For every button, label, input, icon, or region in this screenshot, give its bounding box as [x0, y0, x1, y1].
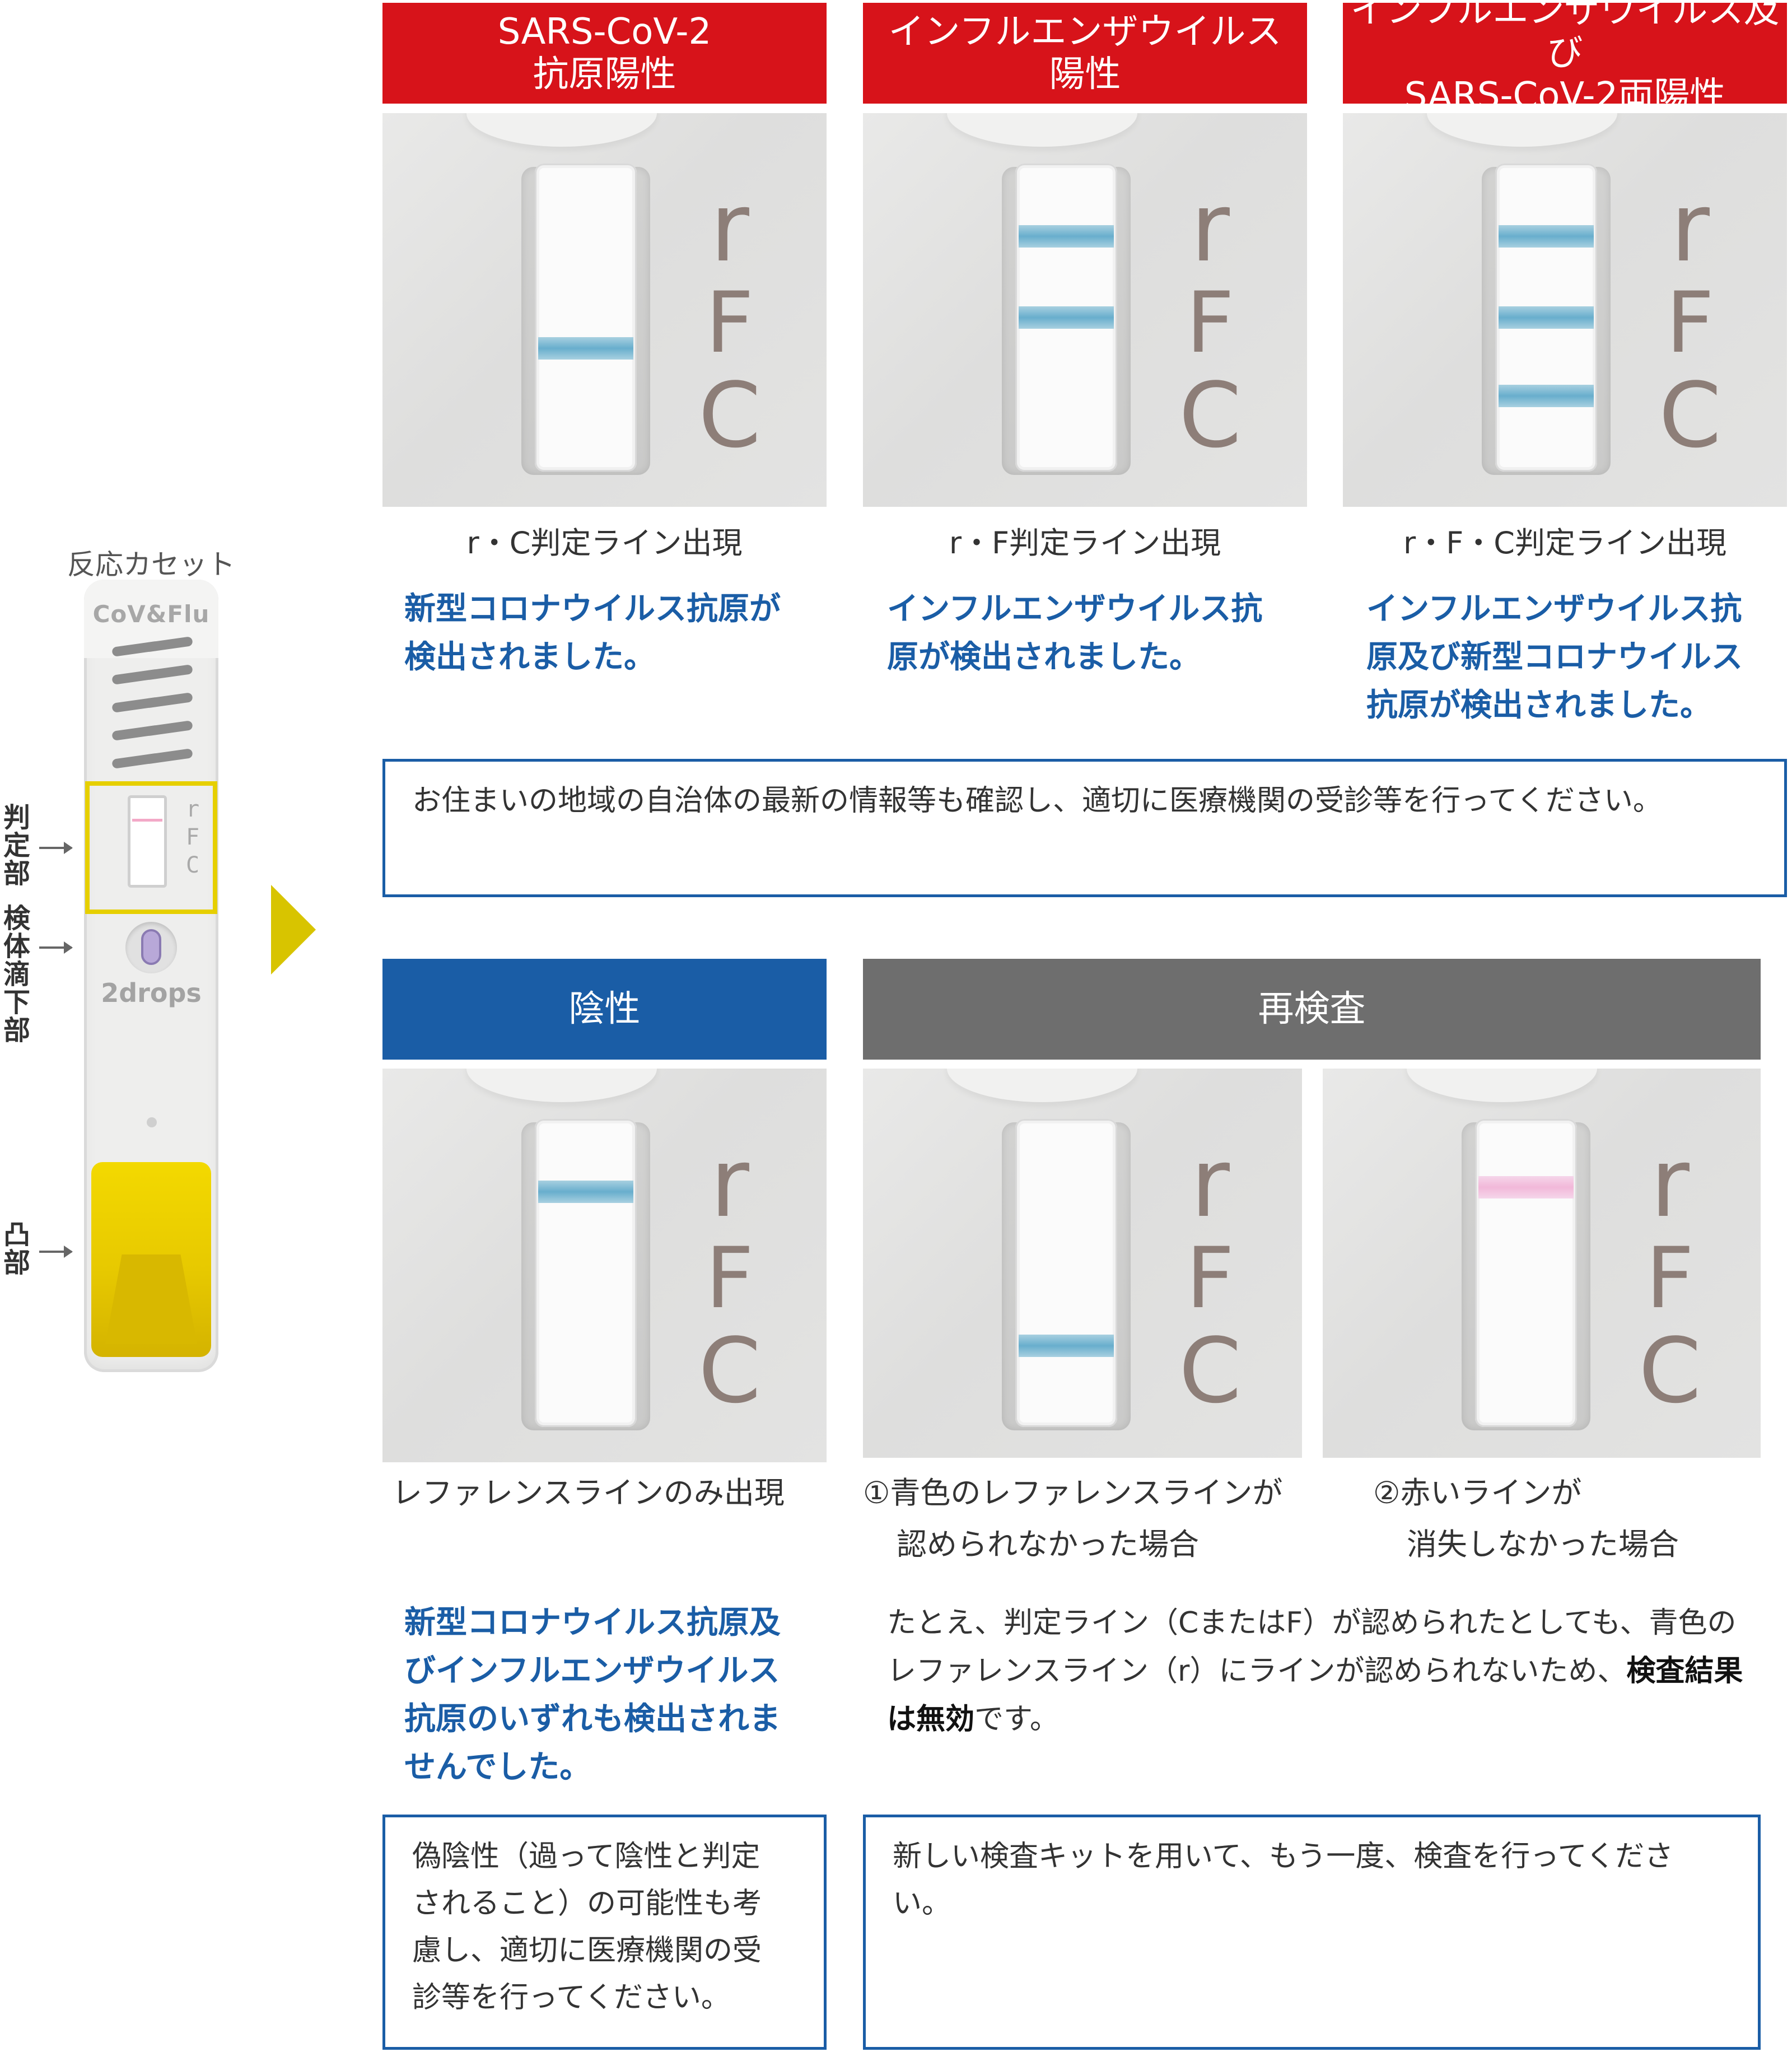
- strip-letter-c: C: [1639, 1318, 1701, 1423]
- arrow-sample-area: [39, 941, 73, 954]
- strip-letter-f: F: [1645, 1230, 1695, 1327]
- judgment-line-c: [1499, 385, 1594, 407]
- judgment-area-highlight: [85, 781, 217, 914]
- cassette-brand: CoV&Flu: [92, 600, 210, 628]
- strip-letter-f: F: [705, 274, 754, 372]
- strip-letter-c: C: [698, 363, 761, 468]
- strip-letter-f: F: [1665, 274, 1715, 372]
- reference-line-r: [1499, 225, 1594, 248]
- judgment-line-f: [1499, 306, 1594, 329]
- caption-both: r・F・C判定ライン出現: [1403, 525, 1726, 561]
- test-result-photo-negative: r F C: [382, 1069, 827, 1462]
- test-result-photo-retest-2: r F C: [1323, 1069, 1761, 1458]
- result-negative: 新型コロナウイルス抗原及 びインフルエンザウイルス 抗原のいずれも検出されま せ…: [404, 1605, 781, 1785]
- cassette-window-letters: r F C: [185, 796, 200, 878]
- arrow-judgment-area: [39, 842, 73, 854]
- strip-letter-r: r: [1191, 1128, 1230, 1239]
- caption-negative: レファレンスラインのみ出現: [392, 1475, 785, 1510]
- cassette-test-window: [128, 795, 167, 888]
- label-bump: 凸 部: [3, 1219, 30, 1279]
- reference-line-r: [538, 1181, 633, 1203]
- strip-letter-c: C: [1179, 1318, 1242, 1423]
- arrow-bump: [39, 1246, 73, 1258]
- judgment-line-c: [1019, 1335, 1114, 1357]
- header-negative: 陰性: [382, 959, 827, 1060]
- test-result-photo-influenza: r F C: [863, 113, 1307, 507]
- retest-explanation: たとえ、判定ライン（CまたはF）が認められたとしても、青色のレファレンスライン（…: [887, 1606, 1743, 1736]
- caption-influenza: r・F判定ライン出現: [949, 525, 1221, 561]
- strip-letter-f: F: [705, 1230, 754, 1327]
- label-judgment-area: 判 定 部: [3, 802, 30, 889]
- strip-letter-r: r: [710, 172, 749, 283]
- right-arrow-icon: [271, 885, 316, 974]
- strip-letter-r: r: [710, 1128, 749, 1239]
- strip-letter-c: C: [1659, 363, 1721, 468]
- caption-retest-2: ②赤いラインが 消失しなかった場合: [1373, 1475, 1679, 1562]
- result-influenza: インフルエンザウイルス抗原が検出されました。: [887, 591, 1263, 675]
- caption-retest-1: ①青色のレファレンスラインが 認められなかった場合: [863, 1475, 1283, 1562]
- cassette-hole: [147, 1117, 157, 1127]
- result-sars: 新型コロナウイルス抗原が検出されました。: [404, 591, 781, 675]
- sample-drop-icon: [141, 929, 161, 965]
- negative-advice-box: 偽陰性（過って陰性と判定 されること）の可能性も考 慮し、適切に医療機関の受 診…: [382, 1815, 827, 2050]
- bump-cap-facet: [105, 1254, 197, 1344]
- label-sample-area: 検 体 滴 下 部: [3, 903, 30, 1046]
- strip-letter-f: F: [1186, 274, 1235, 372]
- result-both: インフルエンザウイルス抗原及び新型コロナウイルス抗原が検出されました。: [1366, 591, 1743, 724]
- drops-label: 2drops: [101, 978, 202, 1008]
- header-influenza-positive: インフルエンザウイルス陽性: [863, 3, 1307, 104]
- judgment-line-f: [1019, 306, 1114, 329]
- strip-letter-r: r: [1191, 172, 1230, 283]
- cassette-reference-line: [132, 819, 162, 822]
- strip-letter-r: r: [1650, 1128, 1690, 1239]
- reference-line-r: [1019, 225, 1114, 248]
- retest-advice-box: 新しい検査キットを用いて、もう一度、検査を行ってください。: [863, 1815, 1761, 2050]
- positive-advice-box: お住まいの地域の自治体の最新の情報等も確認し、適切に医療機関の受診等を行ってくだ…: [382, 759, 1787, 897]
- test-result-photo-retest-1: r F C: [863, 1069, 1302, 1458]
- strip-letter-c: C: [698, 1318, 761, 1423]
- strip-letter-f: F: [1186, 1230, 1235, 1327]
- pink-line-r: [1478, 1176, 1574, 1198]
- test-result-photo-both: r F C: [1343, 113, 1787, 507]
- test-result-photo-sars: r F C: [382, 113, 827, 507]
- cassette-title: 反応カセット: [67, 548, 235, 581]
- strip-letter-c: C: [1179, 363, 1242, 468]
- header-retest: 再検査: [863, 959, 1761, 1060]
- caption-sars: r・C判定ライン出現: [466, 525, 743, 561]
- strip-letter-r: r: [1670, 172, 1710, 283]
